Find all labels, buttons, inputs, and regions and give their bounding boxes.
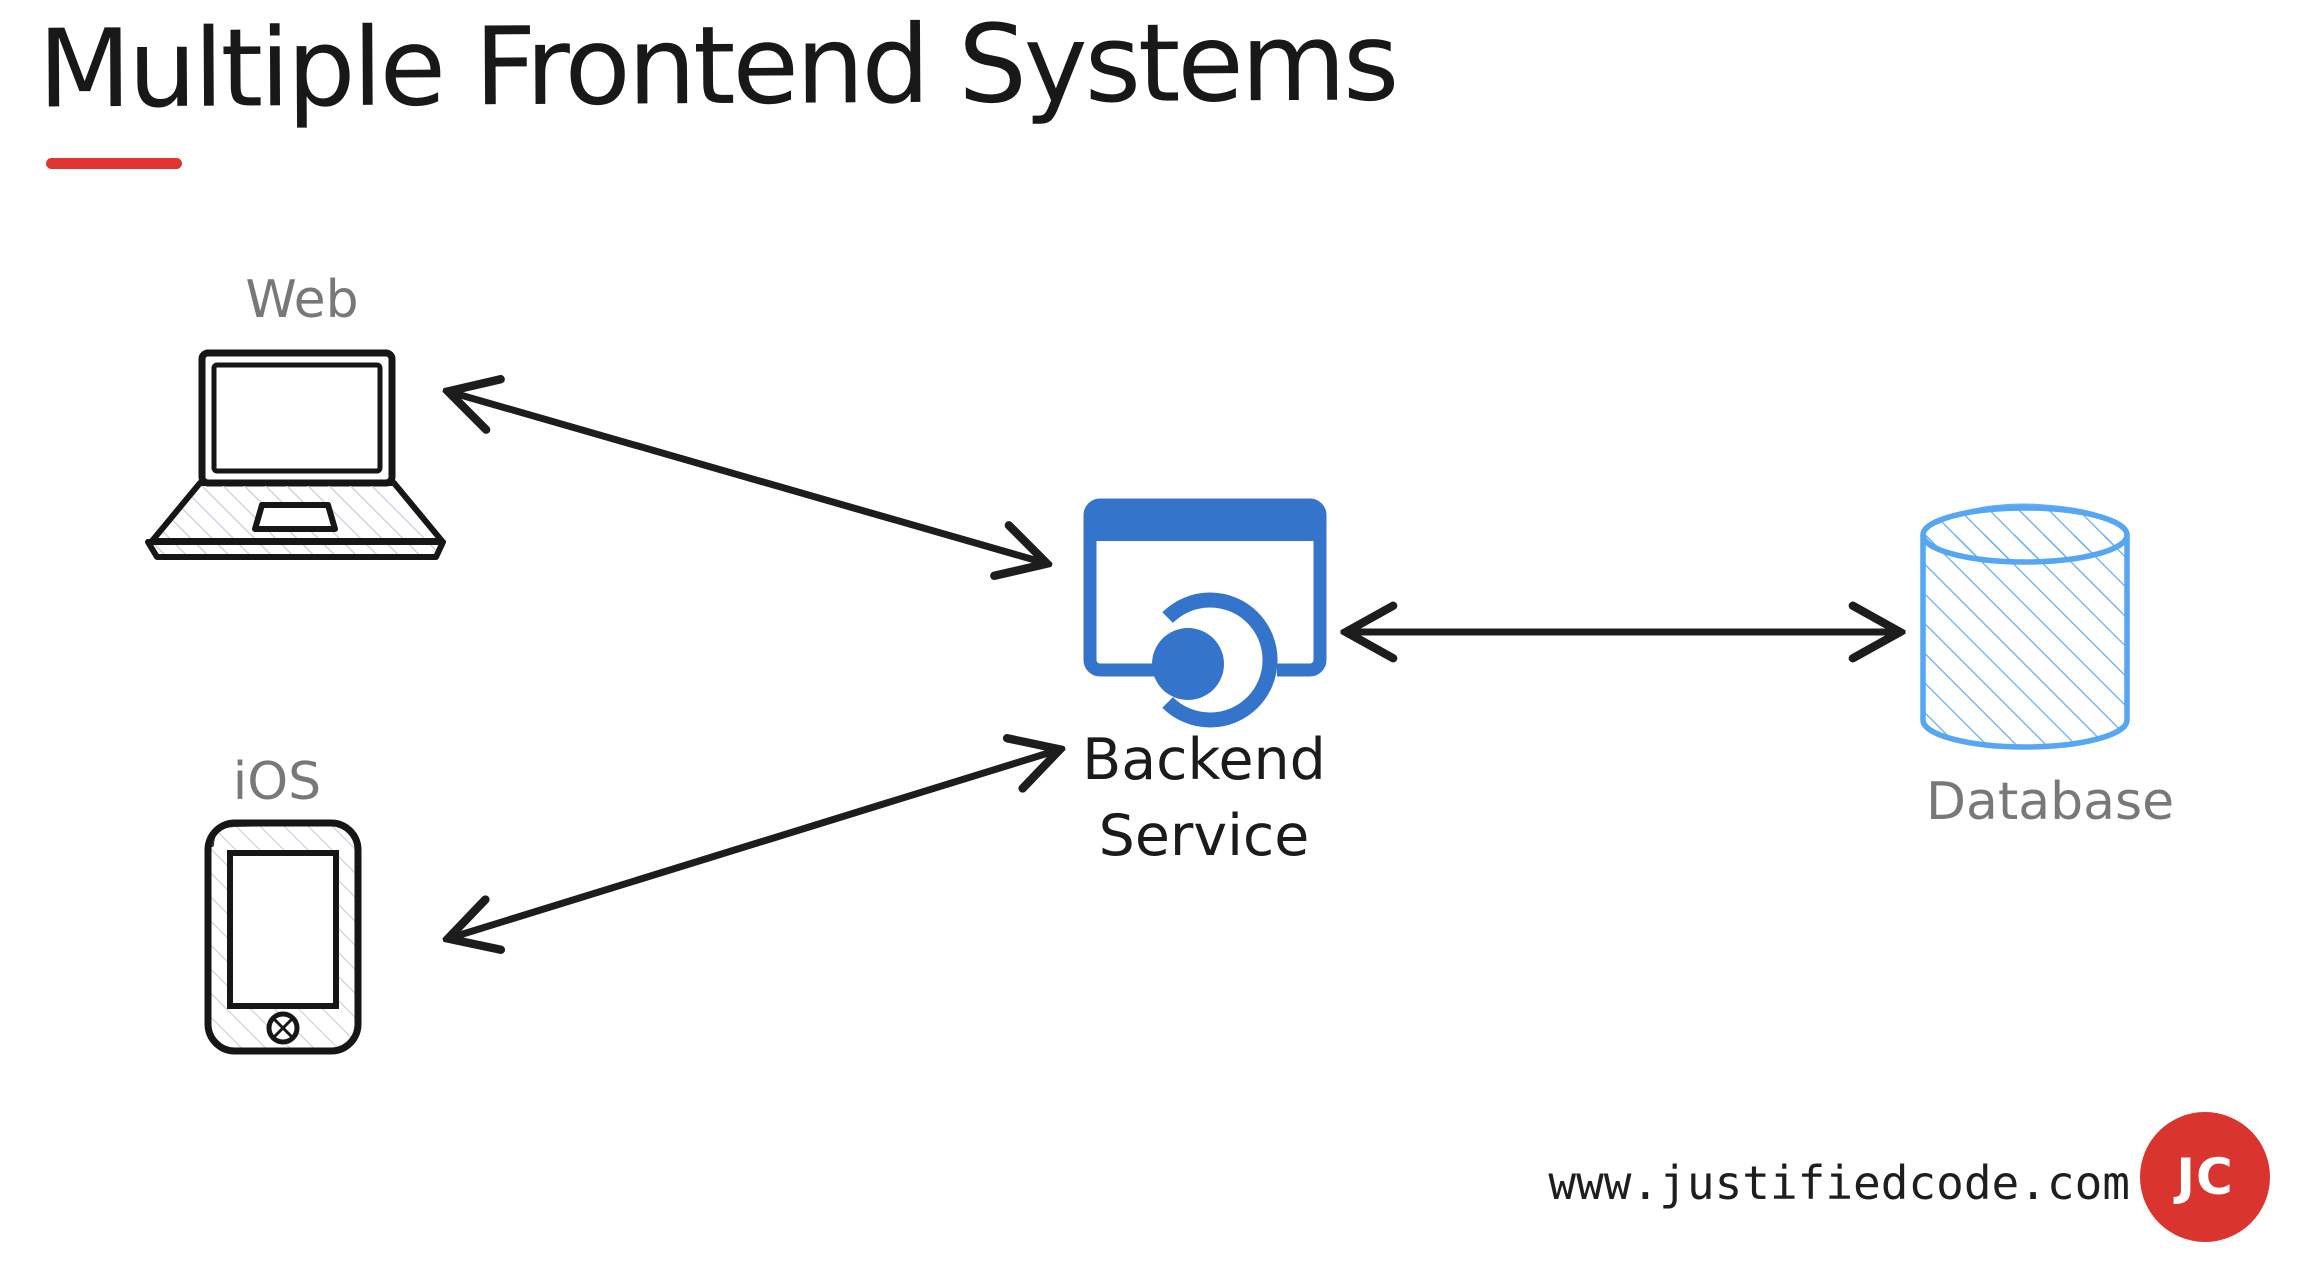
edge-ios-backend bbox=[450, 750, 1058, 938]
ios-node-label: iOS bbox=[232, 752, 322, 812]
backend-label-line1: Backend bbox=[1082, 727, 1326, 793]
database-node-label: Database bbox=[1925, 772, 2175, 832]
jc-logo-badge: JC bbox=[2140, 1112, 2270, 1242]
edge-web-backend bbox=[450, 392, 1045, 563]
jc-logo-text: JC bbox=[2176, 1148, 2234, 1206]
laptop-icon bbox=[145, 349, 446, 560]
website-url: www.justifiedcode.com bbox=[1548, 1156, 2130, 1210]
backend-label-line2: Service bbox=[1098, 803, 1310, 869]
backend-service-icon bbox=[1083, 498, 1327, 728]
title-underline bbox=[46, 158, 182, 169]
web-node-label: Web bbox=[245, 270, 359, 330]
backend-node-label: Backend Service bbox=[1082, 722, 1326, 874]
database-icon bbox=[1920, 503, 2130, 750]
smartphone-icon bbox=[204, 819, 362, 1055]
